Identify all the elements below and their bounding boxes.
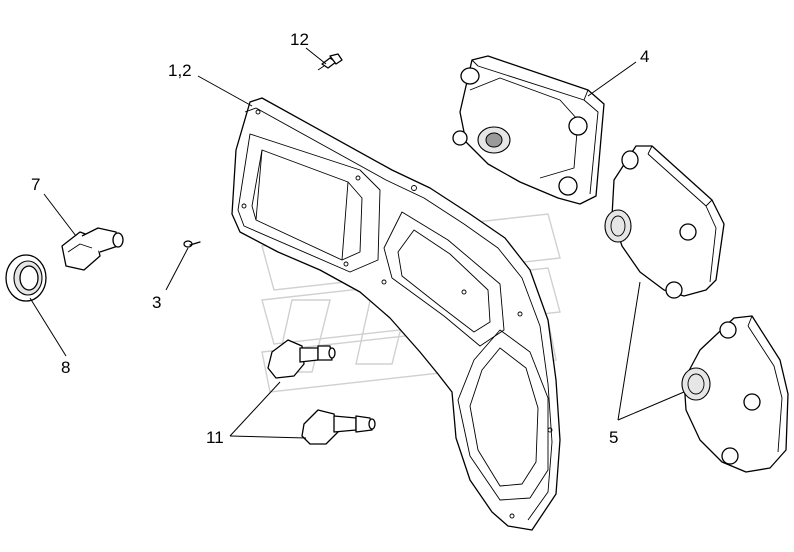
callout-1-2: 1,2 <box>168 61 192 80</box>
bolt <box>317 53 343 71</box>
leader-5-a <box>617 281 641 421</box>
headlight-unit-lower <box>681 315 789 473</box>
bulb-lower <box>301 409 376 445</box>
leader-11-a <box>229 381 281 437</box>
retaining-ring <box>5 254 47 302</box>
leader-5-b <box>617 391 685 421</box>
callout-3: 3 <box>152 293 161 312</box>
leader-11-b <box>229 435 307 439</box>
callout-8: 8 <box>61 358 70 377</box>
headlight-unit-upper <box>604 145 725 299</box>
callout-7: 7 <box>31 175 40 194</box>
leader-7 <box>43 193 77 237</box>
screw <box>183 240 201 248</box>
callout-5: 5 <box>609 428 618 447</box>
leader-8 <box>29 297 67 357</box>
leader-4 <box>587 61 637 97</box>
bulb-upper <box>267 339 336 379</box>
leader-3 <box>165 247 189 291</box>
callout-12: 12 <box>290 30 309 49</box>
callout-4: 4 <box>640 47 649 66</box>
leader-1-2 <box>197 75 253 107</box>
lamp-socket <box>61 227 124 271</box>
callout-11: 11 <box>206 428 224 447</box>
headlight-unit <box>452 55 605 205</box>
headlight-housing-panel <box>231 97 561 531</box>
leader-12 <box>305 47 327 65</box>
